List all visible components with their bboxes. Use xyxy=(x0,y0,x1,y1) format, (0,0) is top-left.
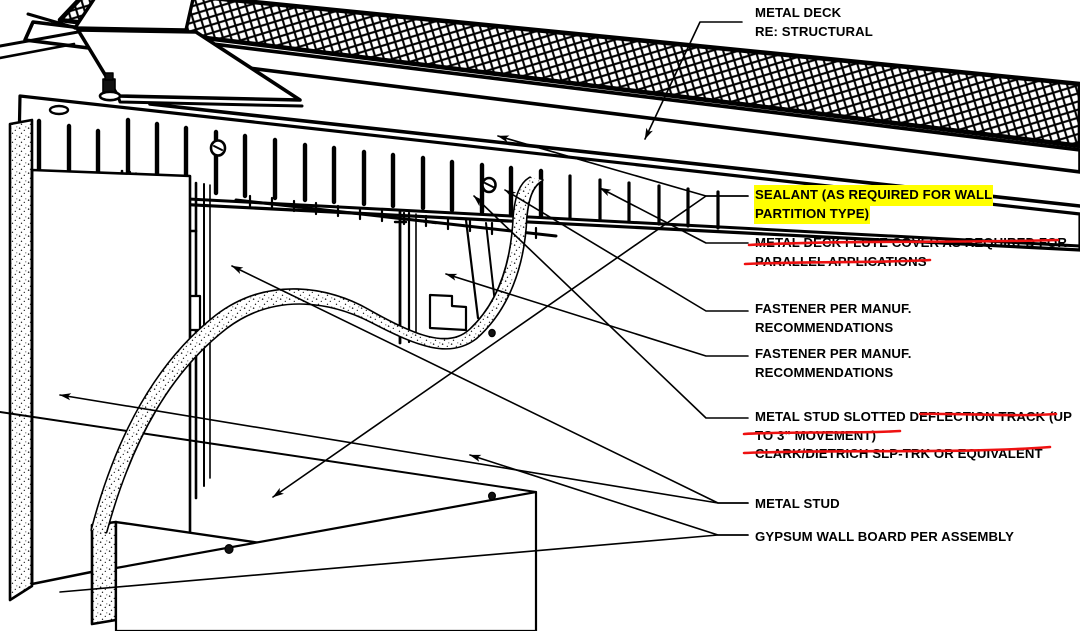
annotation-line: TO 3" MOVEMENT) xyxy=(755,427,877,443)
metal-stud xyxy=(393,210,468,345)
annotation-line: PARALLEL APPLICATIONS xyxy=(755,253,927,269)
leader-deflection-track xyxy=(473,195,749,419)
annotation-metal-stud: METAL STUD xyxy=(755,495,840,514)
leader-fastener-lower xyxy=(445,273,749,357)
annotation-line: METAL STUD SLOTTED DEFLECTION TRACK (UP xyxy=(755,409,1072,424)
leader-sealant-b xyxy=(272,195,749,498)
annotation-line: METAL DECK FLUTE COVER AS REQUIRED FOR xyxy=(755,235,1068,250)
annotation-deflection-track: METAL STUD SLOTTED DEFLECTION TRACK (UP … xyxy=(755,408,1072,464)
annotation-line: CLARK/DIETRICH SLP-TRK OR EQUIVALENT xyxy=(755,446,1043,461)
leader-gypsum-b xyxy=(59,534,749,593)
annotation-line: RE: STRUCTURAL xyxy=(755,23,873,39)
leader-metal-stud-b xyxy=(59,393,749,504)
annotation-metal-deck-flute-cover: METAL DECK FLUTE COVER AS REQUIRED FOR P… xyxy=(755,234,1067,271)
annotation-line: FASTENER PER MANUF. xyxy=(755,301,912,316)
annotation-gypsum-wall-board: GYPSUM WALL BOARD PER ASSEMBLY xyxy=(755,528,1014,547)
annotation-line: FASTENER PER MANUF. xyxy=(755,346,912,361)
leader-metal-deck xyxy=(644,21,743,140)
annotation-line-highlighted: PARTITION TYPE) xyxy=(755,204,870,223)
leader-lines xyxy=(59,21,749,593)
annotation-metal-deck: METAL DECK RE: STRUCTURAL xyxy=(755,4,873,41)
leader-flute-cover xyxy=(599,187,749,244)
annotation-line: GYPSUM WALL BOARD PER ASSEMBLY xyxy=(755,529,1014,544)
annotation-fastener-lower: FASTENER PER MANUF. RECOMMENDATIONS xyxy=(755,345,912,382)
annotation-line-highlighted: SEALANT (AS REQUIRED FOR WALL xyxy=(755,186,993,205)
deck-flute-end xyxy=(0,0,304,108)
annotation-line: RECOMMENDATIONS xyxy=(755,364,894,380)
annotation-line: METAL DECK xyxy=(755,5,842,20)
annotation-line: METAL STUD xyxy=(755,496,840,511)
annotation-sealant: SEALANT (AS REQUIRED FOR WALL PARTITION … xyxy=(755,186,993,223)
annotation-fastener-upper: FASTENER PER MANUF. RECOMMENDATIONS xyxy=(755,300,912,337)
annotation-line: RECOMMENDATIONS xyxy=(755,319,894,335)
leader-fastener-upper xyxy=(504,189,749,312)
